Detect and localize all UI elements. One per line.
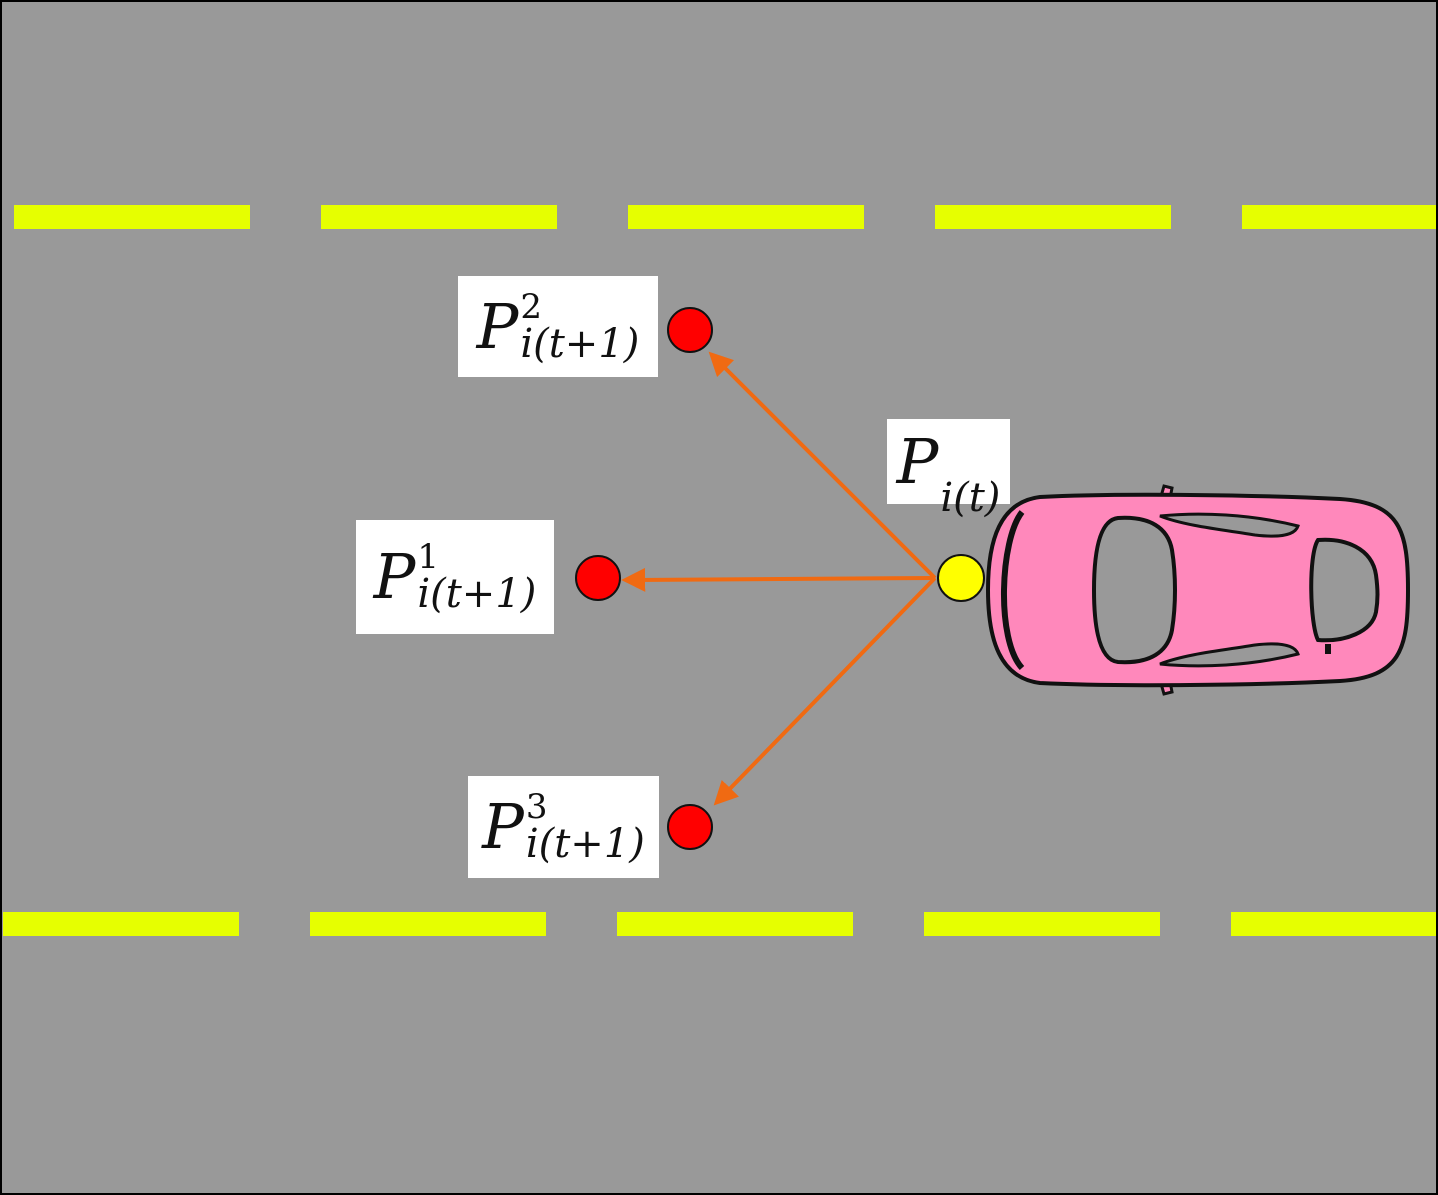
- candidate-point-3: [667, 804, 713, 850]
- lower-lane-marking: [3, 912, 1436, 936]
- label-candidate-2: P 2 i(t+1): [458, 276, 658, 377]
- candidate-point-2: [667, 307, 713, 353]
- arrow-to-candidate-2: [708, 351, 937, 580]
- candidate-point-1: [575, 555, 621, 601]
- label-candidate-3: P 3 i(t+1): [468, 776, 659, 878]
- arrow-to-candidate-3: [713, 576, 937, 806]
- upper-lane-marking: [14, 205, 1436, 229]
- label-candidate-1: P 1 i(t+1): [356, 520, 554, 634]
- car-icon: [985, 484, 1411, 696]
- arrow-to-candidate-1: [621, 567, 936, 592]
- current-position-point: [937, 554, 985, 602]
- label-current: P i(t): [887, 419, 1010, 518]
- trajectory-arrows: [621, 351, 937, 806]
